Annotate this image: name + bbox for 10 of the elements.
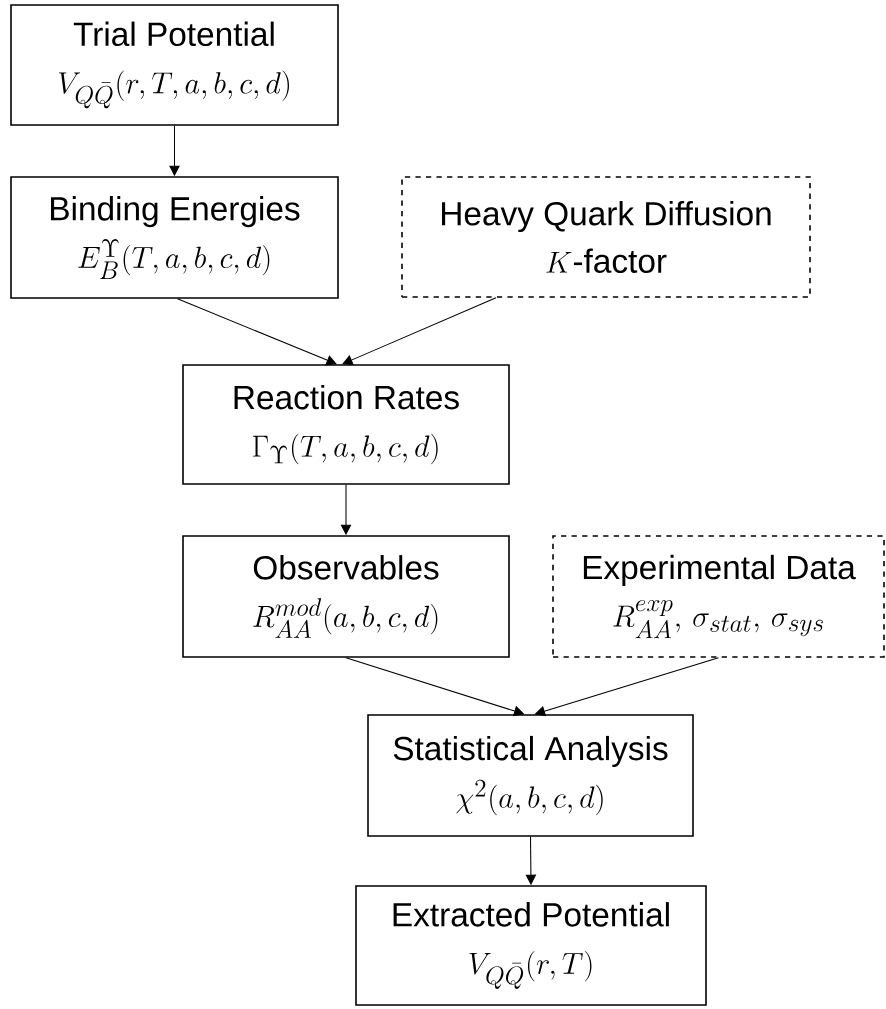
process-box: Trial Potential $V_{Q\bar{Q}}(r,T,a,b,c,d)$ (10, 4, 339, 126)
arrow (176, 298, 337, 366)
process-box: Heavy Quark Diffusion $K\text{-factor}$ (401, 176, 811, 298)
process-box: Observables $R_{AA}^{mod}(a,b,c,d)$ (182, 535, 510, 658)
arrow (342, 297, 497, 365)
process-box: Extracted Potential $V_{Q\bar{Q}}(r,T)$ (355, 885, 707, 1006)
process-box: Experimental Data $R_{AA}^{exp},\,\sigma_{stat},\,\sigma_{sys}$ (552, 535, 885, 658)
process-box: Binding Energies $E_B^{\Upsilon}(T,a,b,c,d)$ (10, 176, 339, 299)
process-box: Reaction Rates $\Gamma_{\Upsilon}(T,a,b,c,d)$ (182, 364, 510, 485)
process-box: Statistical Analysis $\chi^2(a,b,c,d)$ (367, 714, 694, 837)
